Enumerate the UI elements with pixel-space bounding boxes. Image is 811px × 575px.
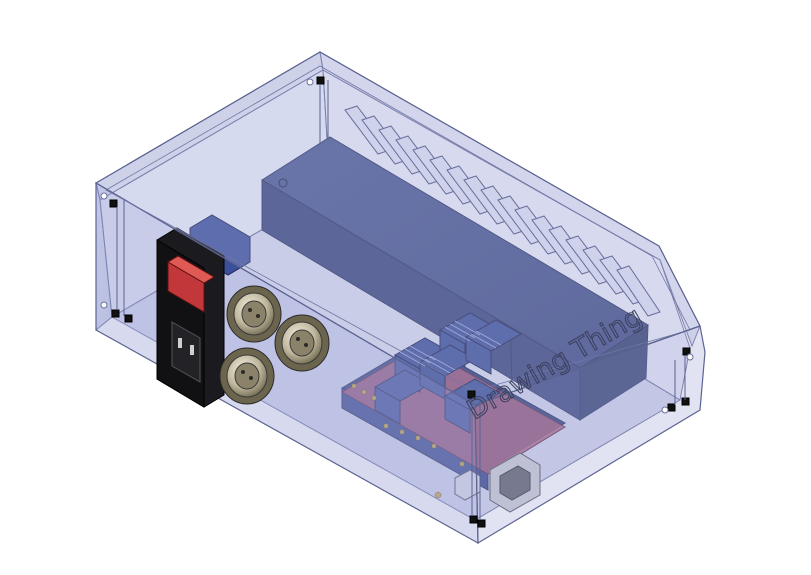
corner-fasteners [109, 76, 691, 528]
iec-power-inlet-icon [171, 321, 201, 383]
side-holes [100, 78, 694, 414]
enclosure-lid [94, 51, 701, 406]
aviation-connector-icon [219, 285, 330, 405]
vent-slots [344, 105, 661, 317]
power-inlet-module [156, 214, 251, 408]
power-supply-unit [261, 136, 649, 421]
controller-board-stack [340, 312, 566, 513]
